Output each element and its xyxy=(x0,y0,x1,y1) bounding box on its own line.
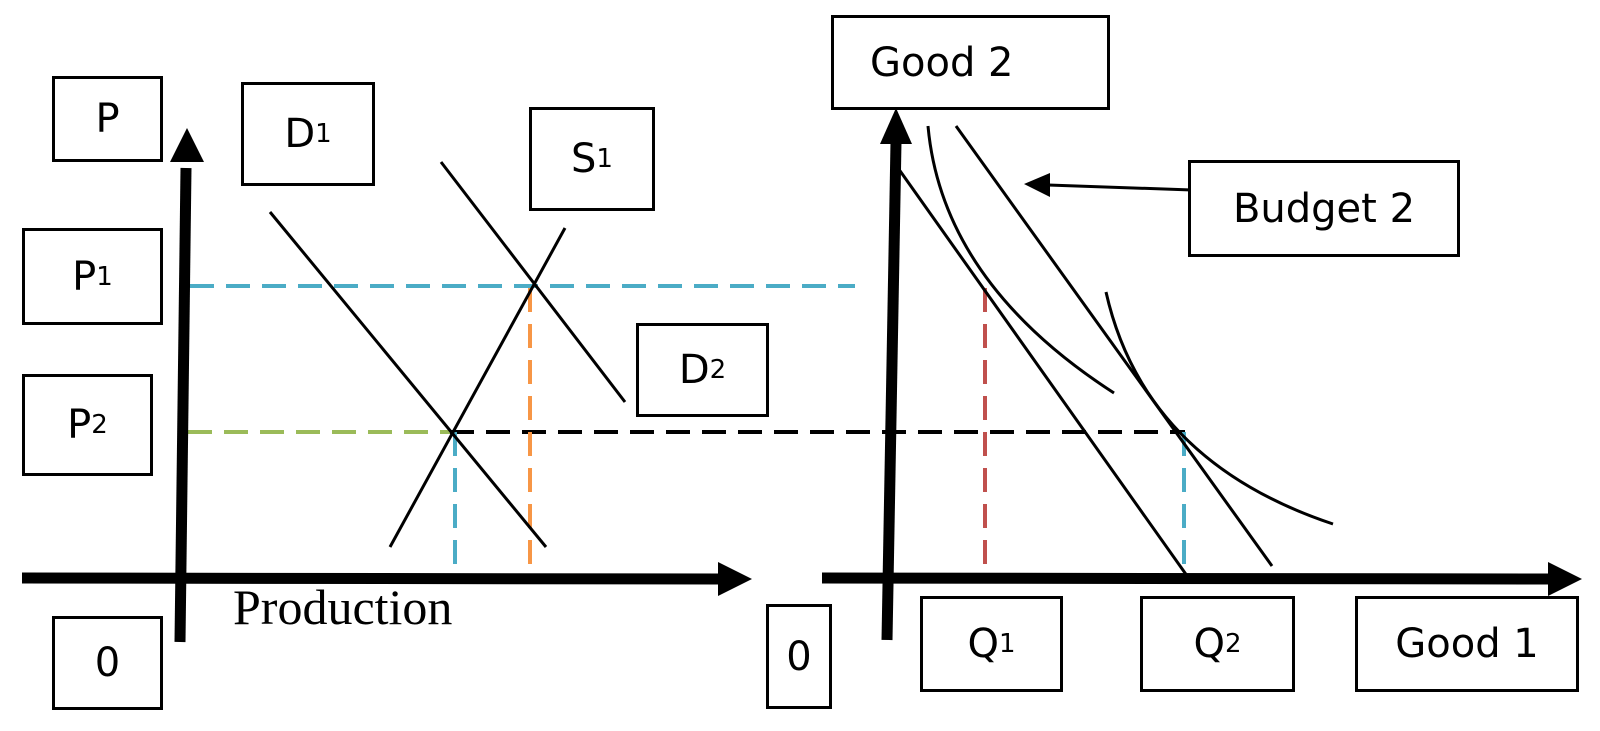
budget2-pointer-arrowhead xyxy=(1024,173,1050,197)
budget-line-1 xyxy=(896,167,1192,581)
production-axis xyxy=(21,572,721,585)
supply-curve-s1 xyxy=(388,227,567,548)
indifference-curve-1 xyxy=(926,125,1115,395)
price-axis-arrowhead xyxy=(170,128,204,162)
demand-curve-d2 xyxy=(439,161,627,403)
budget2-label: Budget 2 xyxy=(1188,160,1460,257)
good2-axis xyxy=(881,141,902,641)
origin-label-left: 0 xyxy=(52,616,163,710)
good2-axis-label: Good 2 xyxy=(831,15,1110,110)
indifference-curve-2 xyxy=(1104,291,1334,526)
good2-axis-arrowhead xyxy=(880,108,912,144)
budget2-pointer-line xyxy=(1047,183,1193,192)
good1-axis xyxy=(821,572,1553,585)
price-axis-label: P xyxy=(52,76,163,162)
price-axis xyxy=(174,167,192,643)
good1-axis-arrowhead xyxy=(1548,562,1582,596)
origin-label-right: 0 xyxy=(766,604,832,709)
production-axis-label: Production xyxy=(233,579,453,635)
production-axis-arrowhead xyxy=(718,562,752,596)
budget-line-2 xyxy=(954,125,1274,567)
good1-axis-label: Good 1 xyxy=(1355,596,1579,692)
demand-curve-d1 xyxy=(268,211,548,548)
